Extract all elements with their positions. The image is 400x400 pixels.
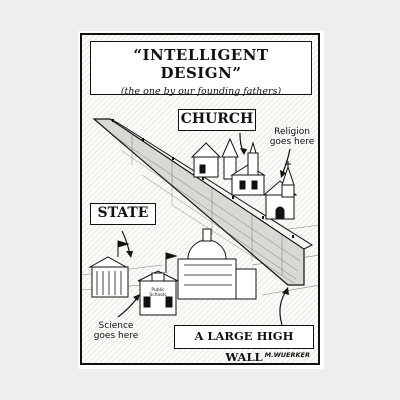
religion-note-line1: Religion xyxy=(274,127,310,137)
school-label-line1: Public xyxy=(151,287,165,293)
cartoon-title: “INTELLIGENT DESIGN” xyxy=(133,46,269,82)
science-note-line1: Science xyxy=(98,321,134,331)
school-label-line2: Schools xyxy=(149,292,167,298)
artist-signature: M.WUERKER xyxy=(264,351,310,359)
cartoon-image: Public Schools xyxy=(78,31,324,369)
religion-note-line2: goes here xyxy=(269,137,315,147)
cartoon-frame: Public Schools xyxy=(80,33,320,365)
science-note: Science goes here xyxy=(88,321,144,341)
wall-sign: A LARGE HIGH WALL xyxy=(174,325,314,363)
church-sign: CHURCH xyxy=(178,109,256,131)
religion-note: Religion goes here xyxy=(266,127,318,147)
state-buildings xyxy=(88,228,257,316)
church-buildings xyxy=(190,137,298,220)
title-banner: “INTELLIGENT DESIGN” (the one by our fou… xyxy=(90,41,312,97)
arrow-heads xyxy=(126,148,289,301)
state-sign: STATE xyxy=(90,203,156,225)
cartoon-subtitle: (the one by our founding fathers) xyxy=(120,86,282,97)
science-note-line2: goes here xyxy=(93,331,139,341)
high-wall xyxy=(92,118,314,286)
cartoon-drawing: Public Schools xyxy=(82,118,318,326)
